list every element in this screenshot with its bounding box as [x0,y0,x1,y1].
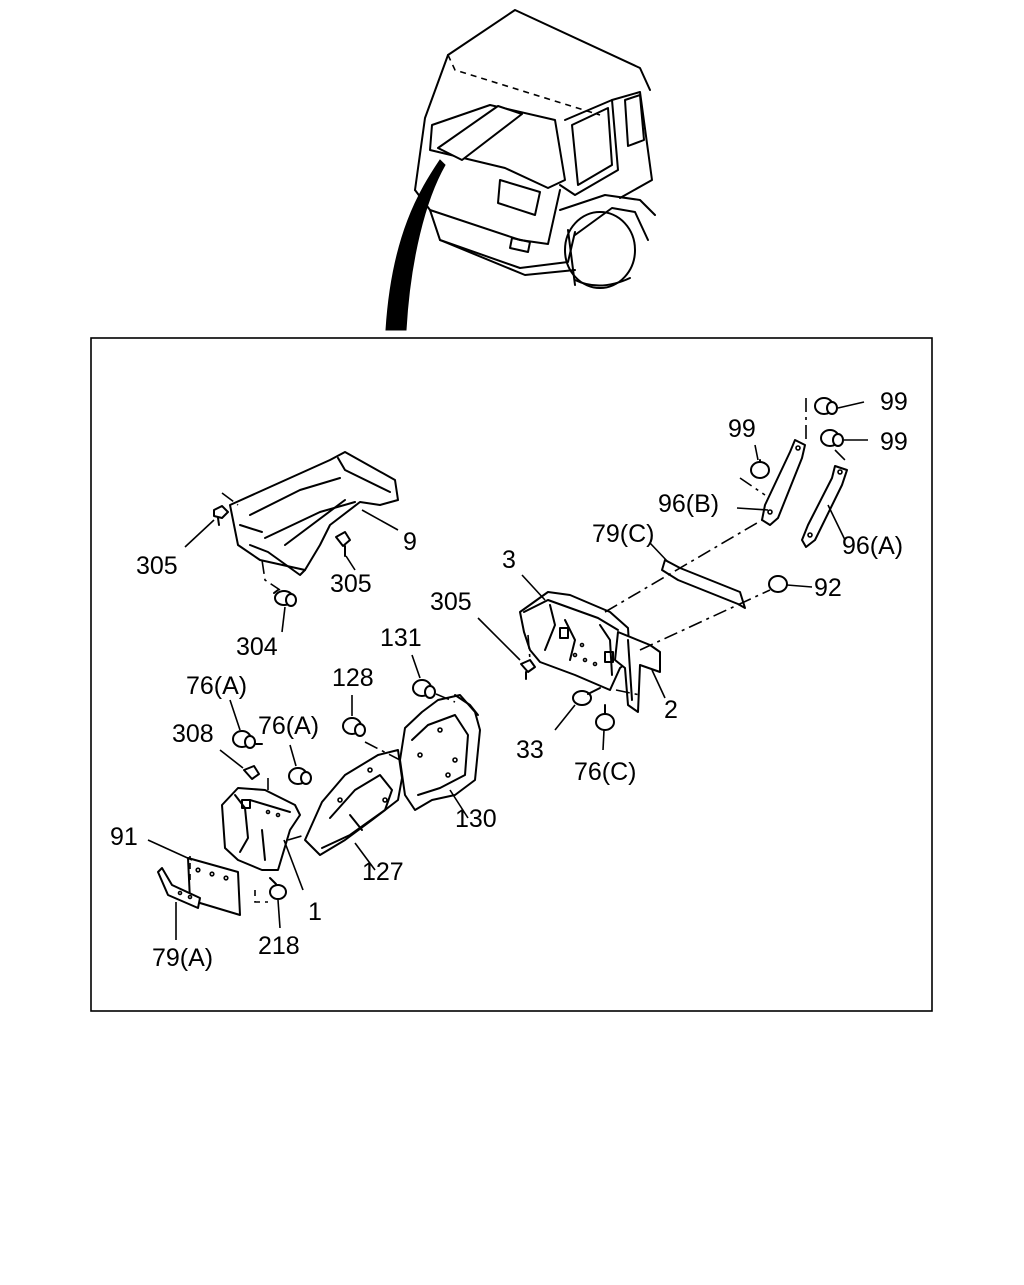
label-1: 1 [308,898,322,926]
part-305-clip-a [184,505,229,548]
label-76c: 76(C) [574,758,637,786]
label-131: 131 [380,624,422,652]
label-96b: 96(B) [658,490,719,518]
truck-cab-illustration [385,9,656,331]
part-131-nut [411,654,456,703]
label-99-b: 99 [880,428,908,456]
part-79c-strip [649,542,746,609]
label-3: 3 [502,546,516,574]
part-91-plate [147,839,241,916]
part-9-cover [221,451,399,591]
part-79a-strip [157,867,201,940]
label-99-c: 99 [728,415,756,443]
part-33-bolt [554,687,601,731]
part-127-cover [304,749,403,871]
label-76a-1: 76(A) [186,672,247,700]
label-33: 33 [516,736,544,764]
label-79c: 79(C) [592,520,655,548]
part-128-nut [342,695,366,737]
part-2-plate [614,631,666,713]
callout-labels: 305 9 305 304 3 305 131 128 76(A) 76(A) … [110,388,908,972]
part-99-bolt-a [805,397,865,440]
label-92: 92 [814,574,842,602]
label-130: 130 [455,805,497,833]
part-99-bolt-c [750,444,770,479]
part-96a-stay [801,449,848,548]
part-218-bolt [269,877,287,929]
part-99-bolt-b [820,429,868,447]
part-92-nut [768,575,813,593]
label-305-c: 305 [430,588,472,616]
label-305-a: 305 [136,552,178,580]
label-96a: 96(A) [842,532,903,560]
part-130-cover [399,694,481,819]
part-305-clip-b [335,531,356,571]
detail-frame [90,337,933,1012]
part-3-bracket [519,574,631,691]
label-76a-2: 76(A) [258,712,319,740]
label-308: 308 [172,720,214,748]
label-304: 304 [236,633,278,661]
part-304-grommet [273,589,297,633]
part-305-clip-c [477,617,536,680]
label-79a: 79(A) [152,944,213,972]
part-76c-nut [595,704,615,751]
label-305-b: 305 [330,570,372,598]
part-96b-stay [736,439,806,526]
part-76a-nut-2 [288,744,312,785]
label-91: 91 [110,823,138,851]
label-2: 2 [664,696,678,724]
part-76a-nut-1 [229,699,263,749]
part-308-clip [219,749,260,780]
part-1-bracket [221,778,306,891]
label-127: 127 [362,858,404,886]
label-99-a: 99 [880,388,908,416]
label-218: 218 [258,932,300,960]
label-128: 128 [332,664,374,692]
label-9: 9 [403,528,417,556]
